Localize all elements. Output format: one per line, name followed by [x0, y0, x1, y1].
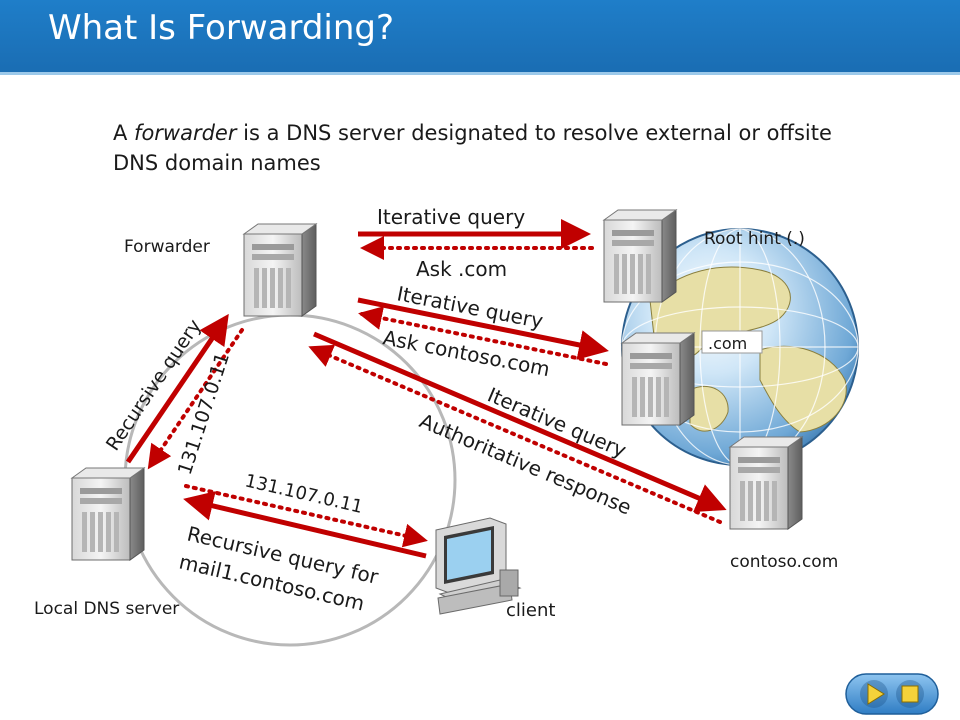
client-label: client — [506, 600, 555, 621]
slide-navigation — [845, 673, 939, 715]
com-label-box — [701, 330, 763, 354]
next-button[interactable] — [860, 680, 888, 708]
title-bar-underline — [0, 72, 960, 75]
client-computer-icon — [435, 517, 522, 615]
iterative-query-com-arrow — [357, 297, 609, 360]
client-reply-arrow — [184, 484, 428, 548]
contoso-label: contoso.com — [730, 552, 838, 572]
intro-text: A forwarder is a DNS server designated t… — [113, 118, 873, 178]
stop-icon — [901, 685, 919, 703]
root-hint-label: Root hint (.) — [704, 229, 805, 249]
com-server-icon — [621, 332, 695, 426]
forwarder-label: Forwarder — [124, 237, 210, 257]
authoritative-response-arrow — [308, 344, 722, 524]
recursive-query-arrow — [125, 313, 229, 464]
root-hint-server-icon — [603, 209, 677, 303]
intro-after: is a DNS server designated to resolve ex… — [113, 121, 832, 175]
iterative-query-root-label: Iterative query — [377, 205, 525, 229]
forwarder-reply-ip-label: 131.107.0.11 — [174, 350, 234, 478]
intro-emphasis: forwarder — [134, 121, 237, 145]
forwarder-reply-arrow — [147, 328, 244, 470]
client-recursive-query-arrow — [183, 491, 427, 559]
local-dns-label: Local DNS server — [34, 599, 179, 619]
play-icon — [867, 683, 885, 705]
title-bar — [0, 0, 960, 72]
slide-title: What Is Forwarding? — [48, 8, 395, 48]
contoso-server-icon — [729, 436, 803, 530]
ask-contoso-referral-arrow — [358, 306, 608, 366]
com-server-label: .com — [708, 334, 747, 353]
forwarder-server-icon — [243, 223, 317, 317]
intro-before: A — [113, 121, 135, 145]
stop-button[interactable] — [896, 680, 924, 708]
iterative-query-contoso-arrow — [313, 331, 727, 512]
ask-com-label: Ask .com — [416, 257, 507, 281]
local-dns-server-icon — [71, 467, 145, 561]
